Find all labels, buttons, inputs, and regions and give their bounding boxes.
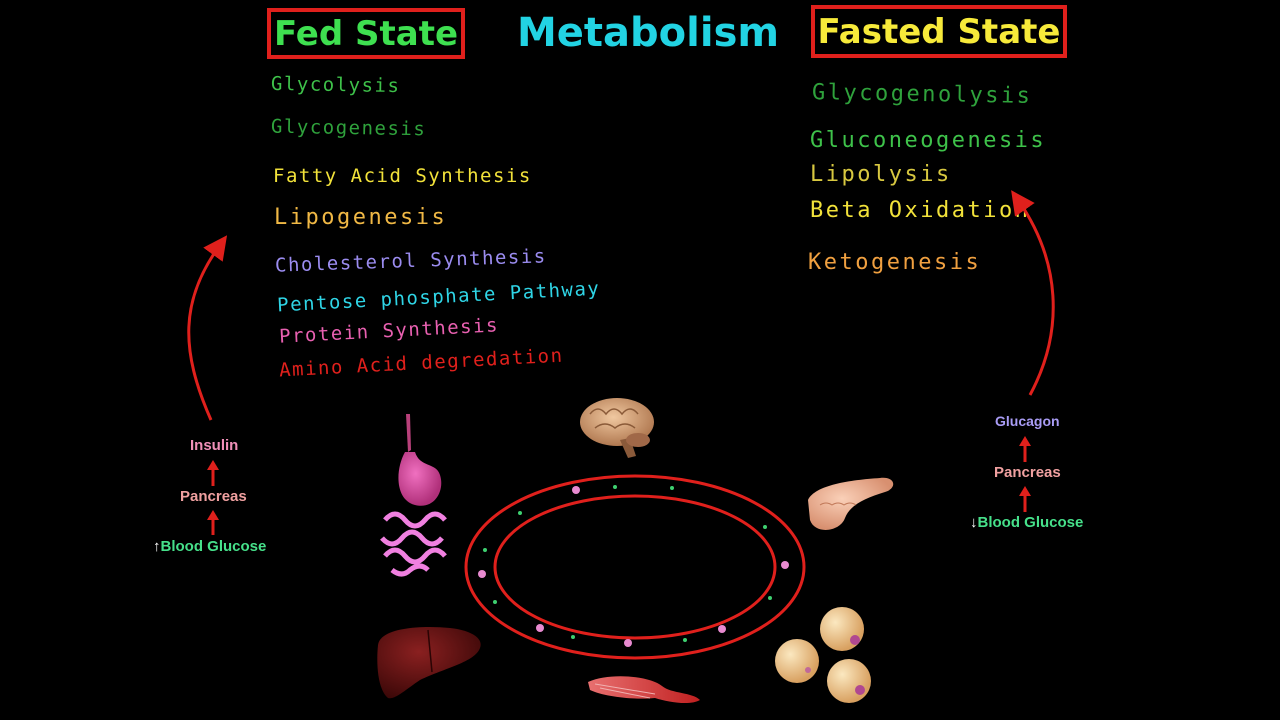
fasted-pathway-ketogenesis: Ketogenesis: [808, 250, 982, 275]
fed-cascade-arrows: [207, 460, 219, 535]
fed-blood-glucose-label: Blood Glucose: [160, 538, 267, 555]
fat-cells-icon: [775, 607, 871, 703]
blood-vessel-ring: [464, 474, 806, 660]
fasted-cascade-arrows: [1019, 436, 1031, 512]
fasted-pathway-lipolysis: Lipolysis: [810, 162, 952, 187]
fasted-state-title-text: Fasted State: [817, 11, 1061, 52]
fed-blood-glucose: ↑Blood Glucose: [153, 538, 266, 555]
up-arrow-icon: ↑: [153, 538, 161, 555]
fed-pathway-fatty-acid-synthesis: Fatty Acid Synthesis: [273, 165, 532, 187]
fed-state-title-text: Fed State: [273, 13, 459, 54]
fed-pathway-lipogenesis: Lipogenesis: [274, 205, 448, 230]
fed-pancreas-label: Pancreas: [180, 488, 247, 505]
fasted-curved-arrow: [1011, 190, 1055, 396]
muscle-icon: [588, 676, 700, 704]
fasted-state-title: Fasted State: [811, 5, 1067, 58]
stomach-intestine-icon: [380, 414, 447, 577]
pancreas-icon: [808, 477, 894, 530]
fasted-blood-glucose-label: Blood Glucose: [977, 514, 1084, 531]
page-title: Metabolism: [517, 10, 780, 56]
fasted-pathway-beta-oxidation: Beta Oxidation: [810, 198, 1031, 223]
brain-icon: [580, 398, 654, 458]
glucagon-label: Glucagon: [995, 413, 1060, 429]
fed-curved-arrow: [187, 235, 228, 421]
insulin-label: Insulin: [190, 437, 239, 454]
down-arrow-icon: ↓: [970, 514, 978, 531]
fasted-blood-glucose: ↓Blood Glucose: [970, 514, 1083, 531]
fasted-pancreas-label: Pancreas: [994, 464, 1061, 481]
liver-icon: [377, 626, 481, 699]
fasted-pathway-gluconeogenesis: Gluconeogenesis: [810, 128, 1047, 153]
fed-state-title: Fed State: [267, 8, 465, 59]
